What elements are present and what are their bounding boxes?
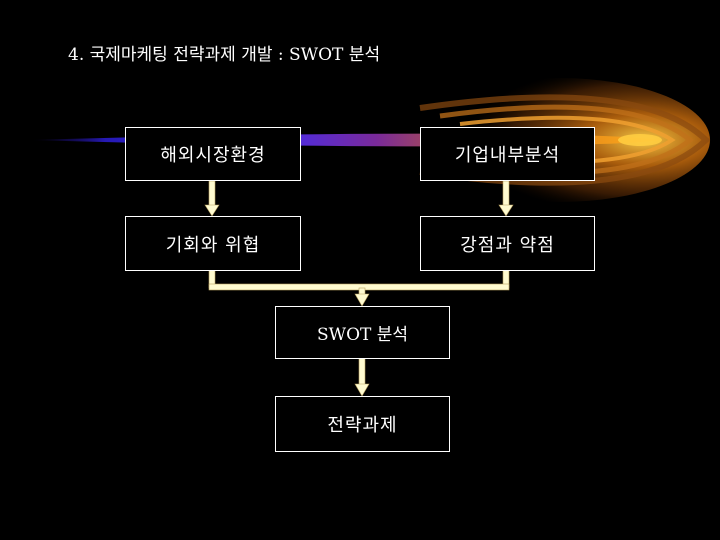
box-opportunities-threats-label: 기회와 위협 (165, 234, 261, 256)
box-strategic-tasks-label: 전략과제 (327, 415, 398, 436)
arrow-head-right (498, 204, 514, 217)
arrow-shaft-bottom (358, 357, 366, 387)
arrow-head-bottom (354, 383, 370, 397)
arrow-head-left (204, 204, 220, 217)
box-opportunities-threats: 기회와 위협 (125, 216, 301, 271)
box-swot-analysis-label: SWOT 분석 (316, 325, 409, 345)
box-internal-analysis: 기업내부분석 (420, 127, 595, 181)
arrow-head-center (354, 293, 370, 307)
box-strengths-weaknesses-label: 강점과 약점 (460, 234, 555, 256)
box-swot-analysis: SWOT 분석 (275, 306, 450, 359)
box-strategic-tasks: 전략과제 (275, 396, 450, 452)
arrow-shaft-right (502, 180, 510, 208)
page-title: 4. 국제마케팅 전략과제 개발 : SWOT 분석 (68, 45, 381, 65)
box-overseas-market-environment: 해외시장환경 (125, 127, 301, 181)
box-internal-analysis-label: 기업내부분석 (454, 145, 561, 166)
arrow-shaft-left (208, 180, 216, 208)
box-strengths-weaknesses: 강점과 약점 (420, 216, 595, 271)
box-overseas-market-environment-label: 해외시장환경 (160, 145, 266, 166)
